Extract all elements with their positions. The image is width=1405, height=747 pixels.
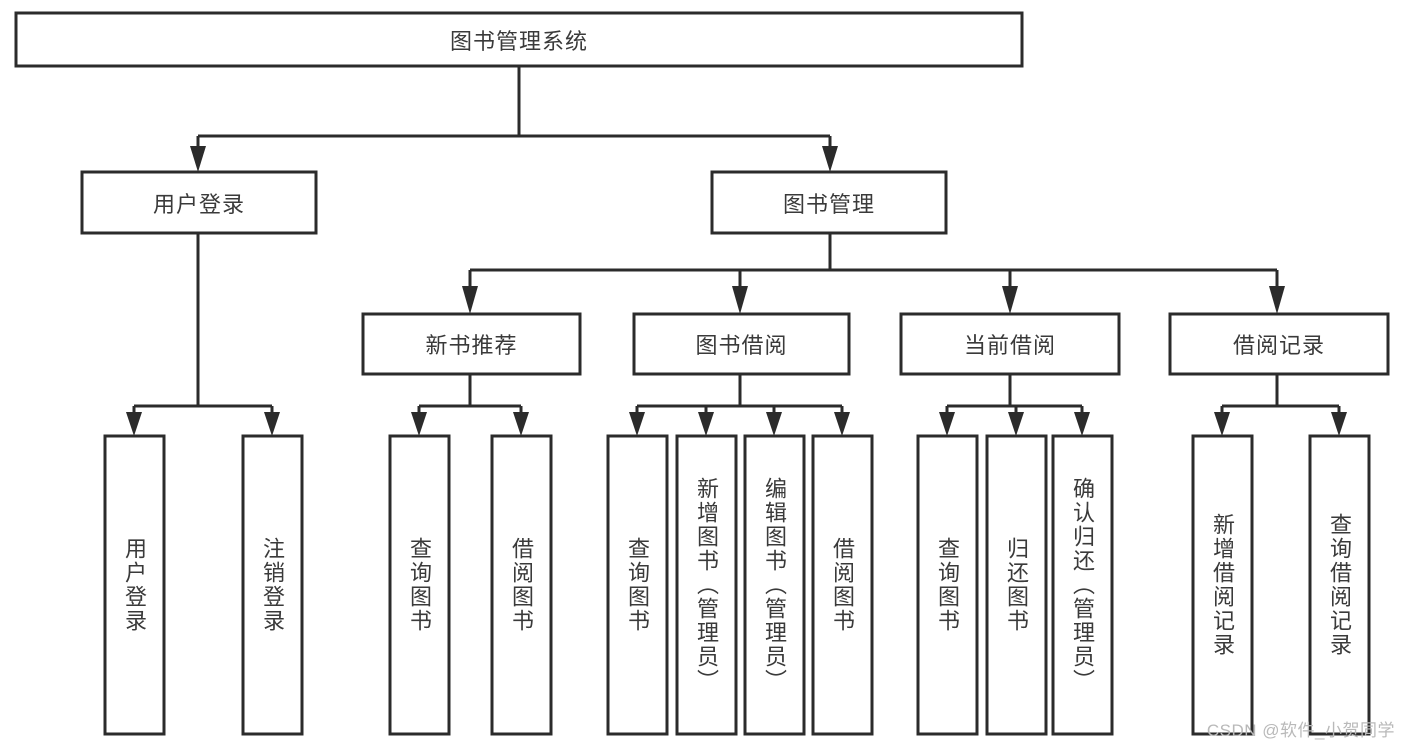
- arrow-head-icon: [462, 286, 478, 314]
- node-leaf-add-record[interactable]: [1191, 434, 1254, 736]
- arrow-head-icon: [190, 146, 206, 172]
- node-leaf-query-record[interactable]: [1308, 434, 1371, 736]
- connector-newbook-to-leaves: [411, 374, 529, 436]
- node-leaf-add-book[interactable]: [675, 434, 738, 736]
- node-leaf-query-book-2[interactable]: [606, 434, 669, 736]
- node-book-borrow[interactable]: [632, 312, 851, 376]
- node-borrow-record[interactable]: [1168, 312, 1390, 376]
- connector-borrowrecord-to-leaves: [1214, 374, 1347, 436]
- arrow-head-icon: [1002, 286, 1018, 314]
- node-leaf-confirm-return[interactable]: [1051, 434, 1114, 736]
- node-book-management[interactable]: [710, 170, 948, 235]
- arrow-head-icon: [822, 146, 838, 172]
- arrow-head-icon: [1331, 412, 1347, 436]
- node-leaf-borrow-book-2[interactable]: [811, 434, 874, 736]
- node-leaf-query-book-3[interactable]: [916, 434, 979, 736]
- node-leaf-logout-login[interactable]: [241, 434, 304, 736]
- arrow-head-icon: [834, 412, 850, 436]
- node-leaf-user-login[interactable]: [103, 434, 166, 736]
- node-leaf-query-book-1[interactable]: [388, 434, 451, 736]
- node-leaf-borrow-book-1[interactable]: [490, 434, 553, 736]
- connector-root-to-level2: [190, 66, 838, 172]
- connector-bookmgmt-to-level3: [462, 233, 1285, 314]
- node-root[interactable]: [14, 11, 1024, 68]
- arrow-head-icon: [766, 412, 782, 436]
- arrow-head-icon: [698, 412, 714, 436]
- arrow-head-icon: [126, 412, 142, 436]
- arrow-head-icon: [264, 412, 280, 436]
- arrow-head-icon: [1074, 412, 1090, 436]
- node-current-borrow[interactable]: [899, 312, 1121, 376]
- connector-bookborrow-to-leaves: [629, 374, 850, 436]
- arrow-head-icon: [939, 412, 955, 436]
- arrow-head-icon: [513, 412, 529, 436]
- arrow-head-icon: [732, 286, 748, 314]
- node-leaf-return-book[interactable]: [985, 434, 1048, 736]
- node-new-book-recommend[interactable]: [361, 312, 582, 376]
- node-leaf-edit-book[interactable]: [743, 434, 806, 736]
- node-user-login[interactable]: [80, 170, 318, 235]
- connector-currentborrow-to-leaves: [939, 374, 1090, 436]
- arrow-head-icon: [1269, 286, 1285, 314]
- connector-userlogin-to-leaves: [126, 233, 280, 436]
- arrow-head-icon: [629, 412, 645, 436]
- arrow-head-icon: [1008, 412, 1024, 436]
- arrow-head-icon: [1214, 412, 1230, 436]
- arrow-head-icon: [411, 412, 427, 436]
